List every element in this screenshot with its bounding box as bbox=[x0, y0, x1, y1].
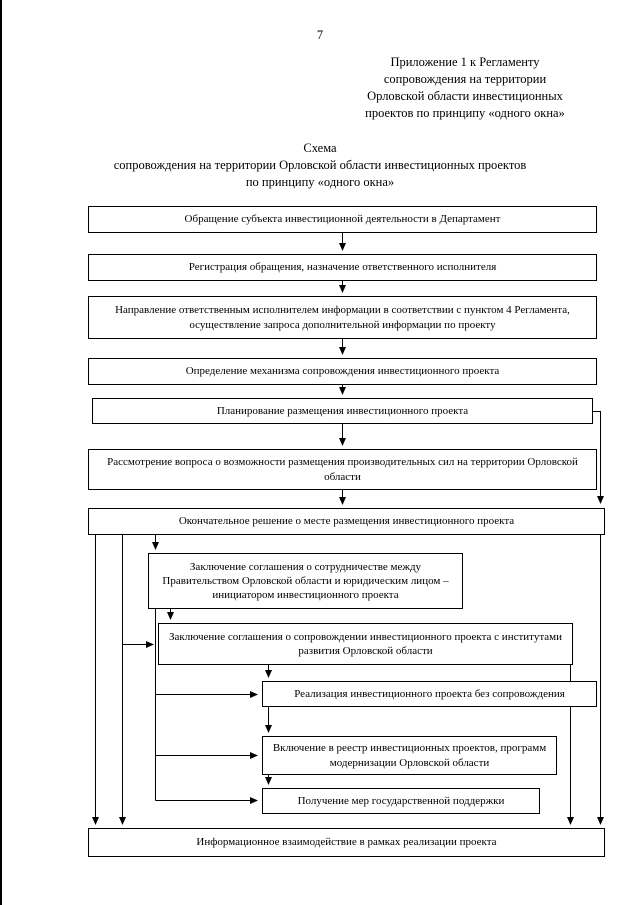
title-line-1: Схема bbox=[303, 141, 337, 155]
flow-node-info-direction: Направление ответственным исполнителем и… bbox=[88, 296, 597, 339]
flow-node-placement-consideration: Рассмотрение вопроса о возможности разме… bbox=[88, 449, 597, 490]
flow-node-state-support: Получение мер государственной поддержки bbox=[262, 788, 540, 814]
flow-node-placement-planning: Планирование размещения инвестиционного … bbox=[92, 398, 593, 424]
page-number: 7 bbox=[316, 28, 324, 42]
title-line-3: по принципу «одного окна» bbox=[245, 175, 395, 189]
flow-node-final-decision: Окончательное решение о месте размещения… bbox=[88, 508, 605, 535]
flow-node-information-interaction: Информационное взаимодействие в рамках р… bbox=[88, 828, 605, 857]
page-edge-line bbox=[0, 0, 2, 905]
flow-node-cooperation-agreement: Заключение соглашения о сотрудничестве м… bbox=[148, 553, 463, 609]
title-line-2: сопровождения на территории Орловской об… bbox=[113, 158, 527, 172]
appendix-line-2: сопровождения на территории bbox=[383, 72, 547, 86]
flow-node-support-agreement: Заключение соглашения о сопровождении ин… bbox=[158, 623, 573, 665]
flow-node-registry-inclusion: Включение в реестр инвестиционных проект… bbox=[262, 736, 557, 775]
document-title: Схема сопровождения на территории Орловс… bbox=[0, 140, 640, 191]
appendix-line-3: Орловской области инвестиционных bbox=[367, 89, 563, 103]
appendix-line-4: проектов по принципу «одного окна» bbox=[365, 106, 565, 120]
flow-node-no-support-implementation: Реализация инвестиционного проекта без с… bbox=[262, 681, 597, 707]
flow-node-registration: Регистрация обращения, назначение ответс… bbox=[88, 254, 597, 281]
appendix-note: Приложение 1 к Регламенту сопровождения … bbox=[330, 54, 600, 122]
appendix-line-1: Приложение 1 к Регламенту bbox=[390, 55, 540, 69]
flow-node-appeal: Обращение субъекта инвестиционной деятел… bbox=[88, 206, 597, 233]
flow-node-mechanism: Определение механизма сопровождения инве… bbox=[88, 358, 597, 385]
